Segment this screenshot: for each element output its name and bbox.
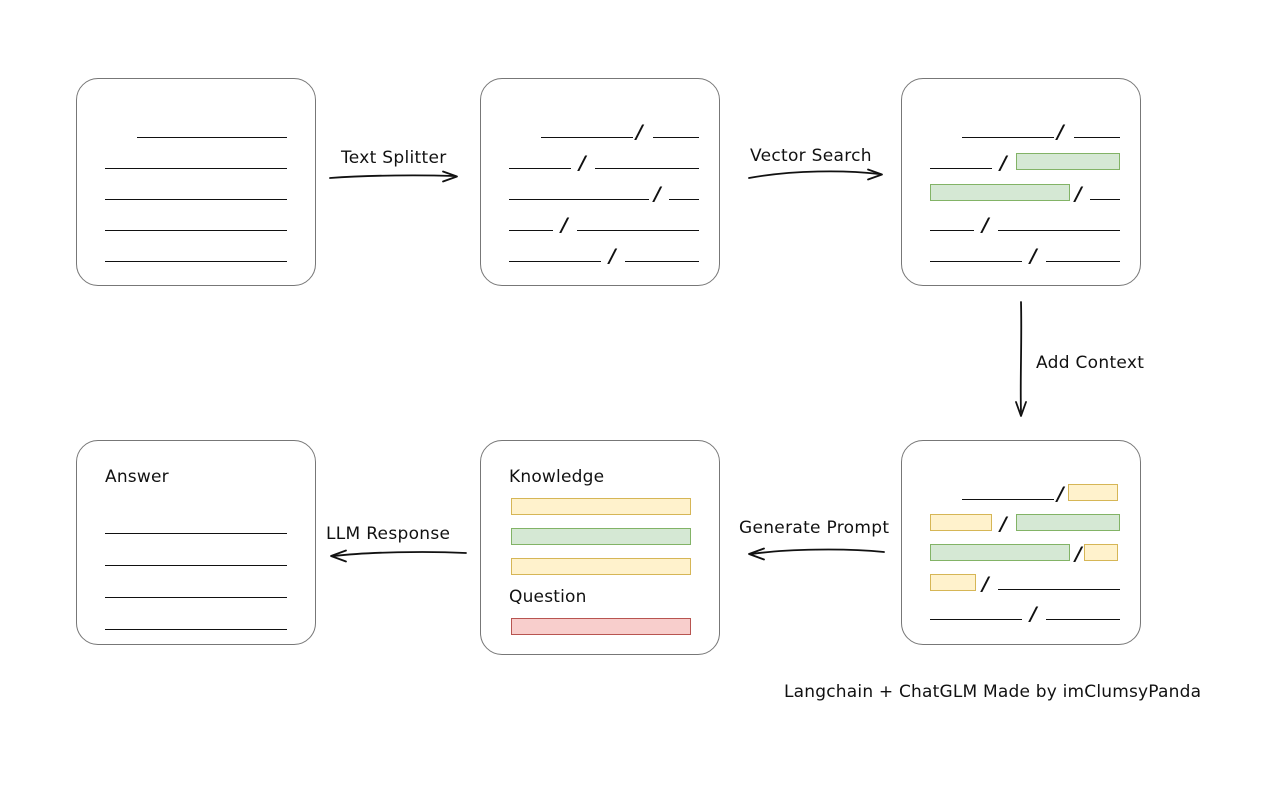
highlighted-chunk[interactable]	[1068, 484, 1118, 501]
knowledge-label: Knowledge	[509, 467, 605, 487]
slash-separator-icon: /	[579, 152, 586, 174]
context-document-box[interactable]: / / / / /	[901, 440, 1141, 645]
text-line-segment	[541, 137, 633, 138]
highlighted-chunk[interactable]	[1016, 153, 1120, 170]
knowledge-bar[interactable]	[511, 498, 691, 515]
answer-box[interactable]: Answer	[76, 440, 316, 645]
edge-vector-search	[748, 168, 887, 184]
highlighted-chunk[interactable]	[930, 574, 976, 591]
answer-label: Answer	[105, 467, 169, 487]
text-line-segment	[509, 168, 571, 169]
text-line-segment	[509, 261, 601, 262]
edge-text-splitter	[329, 170, 462, 184]
highlighted-chunk[interactable]	[930, 184, 1070, 201]
text-line-segment	[962, 499, 1054, 500]
text-line-segment	[1090, 199, 1120, 200]
text-line-segment	[105, 261, 287, 262]
question-bar[interactable]	[511, 618, 691, 635]
slash-separator-icon: /	[1030, 245, 1037, 267]
text-line-segment	[595, 168, 699, 169]
text-line-segment	[930, 230, 974, 231]
slash-separator-icon: /	[561, 214, 568, 236]
slash-separator-icon: /	[982, 573, 989, 595]
slash-separator-icon: /	[1030, 603, 1037, 625]
text-line-segment	[1046, 261, 1120, 262]
edge-add-context	[1014, 301, 1030, 420]
edge-label-llm-response: LLM Response	[326, 524, 451, 544]
edge-generate-prompt	[740, 546, 885, 562]
highlighted-chunk[interactable]	[930, 544, 1070, 561]
text-line-segment	[998, 230, 1120, 231]
text-line-segment	[930, 619, 1022, 620]
slash-separator-icon: /	[654, 183, 661, 205]
text-line-segment	[105, 230, 287, 231]
edge-label-vector-search: Vector Search	[750, 146, 872, 166]
text-line-segment	[509, 199, 649, 200]
slash-separator-icon: /	[1075, 543, 1082, 565]
text-line-segment	[625, 261, 699, 262]
matched-document-box[interactable]: / / / / /	[901, 78, 1141, 286]
slash-separator-icon: /	[1000, 152, 1007, 174]
text-line-segment	[653, 137, 699, 138]
highlighted-chunk[interactable]	[1084, 544, 1118, 561]
slash-separator-icon: /	[609, 245, 616, 267]
slash-separator-icon: /	[1000, 513, 1007, 535]
edge-label-generate-prompt: Generate Prompt	[739, 518, 890, 538]
knowledge-bar[interactable]	[511, 558, 691, 575]
text-line-segment	[930, 168, 992, 169]
text-line-segment	[509, 230, 553, 231]
slash-separator-icon: /	[982, 214, 989, 236]
prompt-box[interactable]: Knowledge Question	[480, 440, 720, 655]
text-line-segment	[105, 565, 287, 566]
edge-label-text-splitter: Text Splitter	[341, 148, 447, 168]
text-line-segment	[105, 199, 287, 200]
text-line-segment	[577, 230, 699, 231]
knowledge-bar[interactable]	[511, 528, 691, 545]
text-line-segment	[998, 589, 1120, 590]
highlighted-chunk[interactable]	[930, 514, 992, 531]
slash-separator-icon: /	[1057, 121, 1064, 143]
text-line-segment	[1074, 137, 1120, 138]
text-line-segment	[105, 597, 287, 598]
edge-llm-response	[322, 548, 467, 564]
text-line-segment	[669, 199, 699, 200]
source-document-box[interactable]	[76, 78, 316, 286]
text-line-segment	[137, 137, 287, 138]
split-document-box[interactable]: / / / / /	[480, 78, 720, 286]
text-line-segment	[105, 629, 287, 630]
slash-separator-icon: /	[636, 121, 643, 143]
slash-separator-icon: /	[1075, 183, 1082, 205]
question-label: Question	[509, 587, 587, 607]
text-line-segment	[962, 137, 1054, 138]
slash-separator-icon: /	[1057, 483, 1064, 505]
text-line-segment	[1046, 619, 1120, 620]
edge-label-add-context: Add Context	[1036, 353, 1145, 373]
footer-credit: Langchain + ChatGLM Made by imClumsyPand…	[784, 682, 1202, 702]
text-line-segment	[930, 261, 1022, 262]
highlighted-chunk[interactable]	[1016, 514, 1120, 531]
text-line-segment	[105, 533, 287, 534]
text-line-segment	[105, 168, 287, 169]
